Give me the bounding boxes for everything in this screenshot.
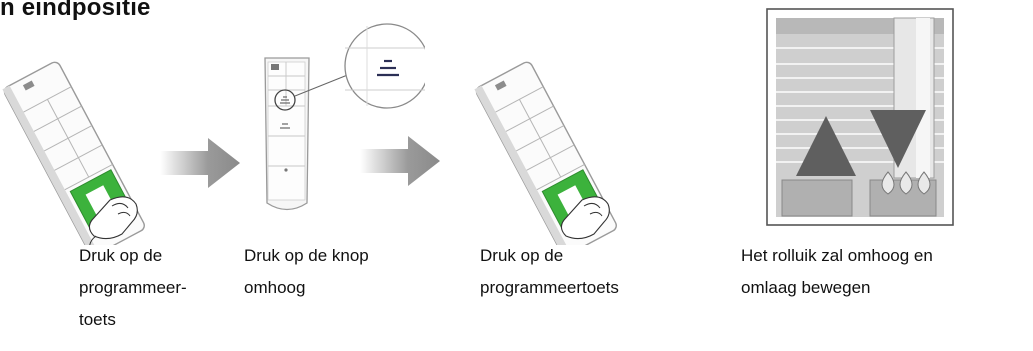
caption-line: Druk op de knop	[244, 246, 369, 265]
page-title: n eindpositie	[0, 0, 151, 21]
step-caption-2: Druk op de knop omhoog	[244, 240, 414, 304]
arrow-right-icon	[160, 138, 240, 188]
arrow-right-icon	[360, 136, 440, 186]
step-caption-4: Het rolluik zal omhoog en omlaag bewegen	[741, 240, 1033, 304]
step-caption-1: Druk op de programmeer- toets	[79, 240, 239, 336]
roller-shutter-up-down-illustration	[766, 8, 954, 226]
caption-line: omlaag bewegen	[741, 278, 871, 297]
caption-line: Het rolluik zal omhoog en	[741, 246, 933, 265]
remote-press-up-illustration	[264, 23, 425, 211]
caption-line: Druk op de	[79, 246, 163, 265]
remote-press-program-again-illustration	[474, 61, 617, 245]
caption-line: Druk op de	[480, 246, 564, 265]
step-caption-3: Druk op de programmeertoets	[480, 240, 670, 304]
caption-line: omhoog	[244, 278, 306, 297]
caption-line: toets	[79, 310, 116, 329]
caption-line: programmeer-	[79, 278, 187, 297]
caption-line: programmeertoets	[480, 278, 619, 297]
remote-press-program-illustration	[2, 61, 145, 245]
